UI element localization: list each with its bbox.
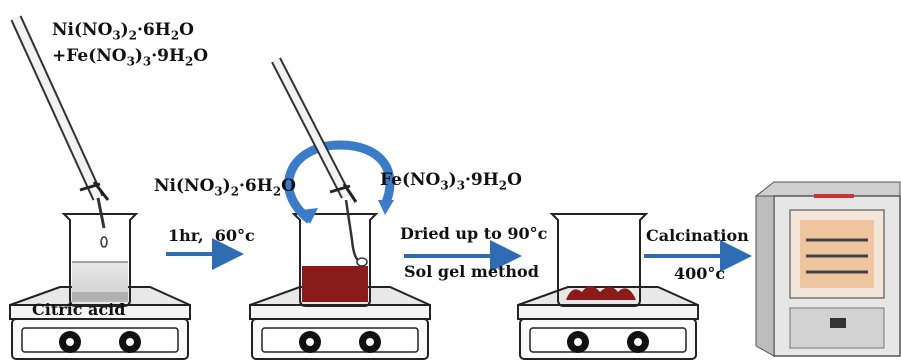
muffle-furnace-icon bbox=[754, 181, 901, 357]
burette-icon bbox=[10, 15, 110, 248]
solgel-label: Sol gel method bbox=[404, 262, 539, 281]
dried-label: Dried up to 90°c bbox=[400, 224, 548, 243]
citric-acid-label: Citric acid bbox=[32, 300, 126, 319]
burette-icon bbox=[271, 57, 368, 267]
fe-nitrate-label: Fe(NO3)3·9H2O bbox=[380, 170, 522, 193]
precursor-label-1: Ni(NO3)2·6H2O bbox=[52, 20, 194, 43]
calcination-label: Calcination bbox=[646, 226, 749, 245]
cycle-arrows-icon bbox=[284, 140, 395, 224]
ni-nitrate-label: Ni(NO3)2·6H2O bbox=[154, 176, 296, 199]
precursor-label-2: +Fe(NO3)3·9H2O bbox=[52, 46, 209, 69]
hot-plate-icon bbox=[517, 286, 699, 360]
beaker-icon bbox=[291, 213, 379, 307]
step1-condition-label: 1hr, 60°c bbox=[168, 226, 255, 245]
beaker-icon bbox=[549, 213, 649, 307]
calc-temp-label: 400°c bbox=[674, 264, 726, 283]
beaker-icon bbox=[61, 213, 139, 307]
